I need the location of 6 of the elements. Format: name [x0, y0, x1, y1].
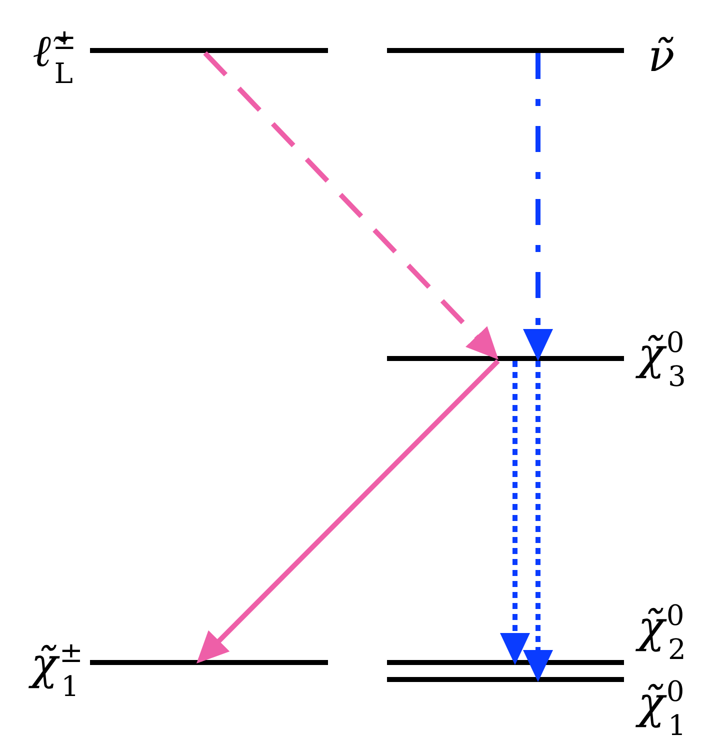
decay-arrow — [523, 53, 553, 361]
decay-arrow — [203, 51, 498, 360]
decay-arrow — [196, 359, 500, 664]
particle-label: ν̃ — [648, 30, 676, 84]
decay-arrow — [500, 361, 530, 665]
decay-arrow — [523, 361, 553, 682]
